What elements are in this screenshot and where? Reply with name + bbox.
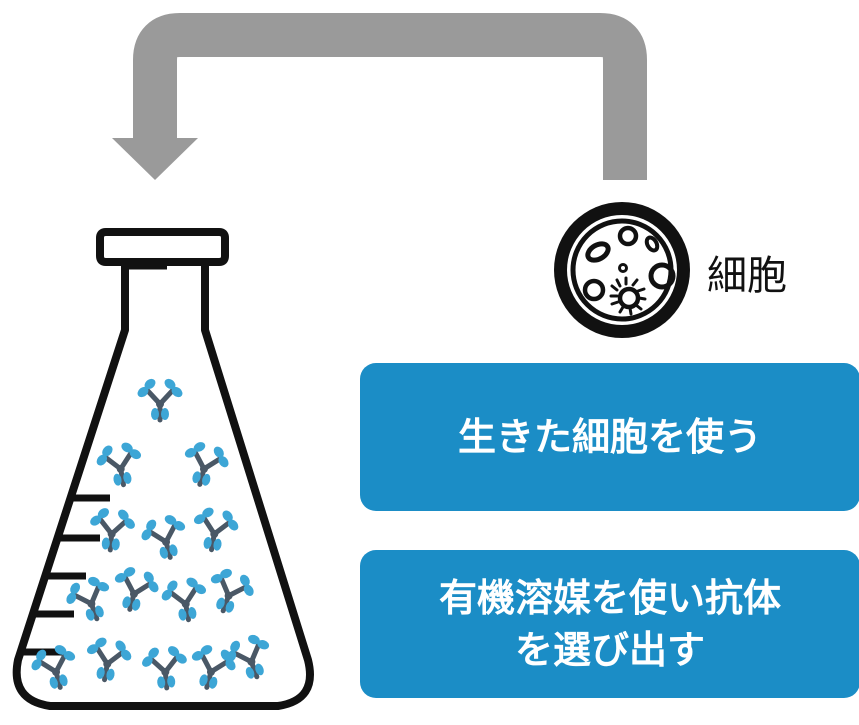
flask-icon	[12, 228, 314, 710]
antibody-icon	[86, 505, 139, 552]
antibody-icon	[157, 573, 213, 624]
cell-icon	[554, 202, 690, 338]
antibody-icon	[187, 503, 243, 554]
cell-label: 細胞	[707, 253, 787, 299]
organic-solvent-text-line1: 有機溶媒を使い抗体	[438, 576, 781, 620]
organic-solvent-box: 有機溶媒を使い抗体 を選び出す	[360, 550, 859, 698]
antibody-icon	[80, 633, 136, 684]
antibody-icon	[92, 438, 148, 489]
antibody-icon	[136, 377, 185, 420]
living-cells-box: 生きた細胞を使う	[360, 363, 859, 511]
antibody-icon	[139, 643, 192, 690]
antibody-icon	[106, 561, 165, 616]
antibody-icon	[176, 436, 235, 491]
antibody-icon	[200, 562, 261, 619]
organic-solvent-text-line2: を選び出す	[514, 628, 705, 672]
living-cells-text: 生きた細胞を使う	[457, 415, 762, 459]
antibody-icon	[135, 509, 194, 564]
antibody-icon	[25, 639, 84, 694]
return-arrow-icon	[112, 13, 647, 180]
antibody-icon	[219, 628, 280, 685]
